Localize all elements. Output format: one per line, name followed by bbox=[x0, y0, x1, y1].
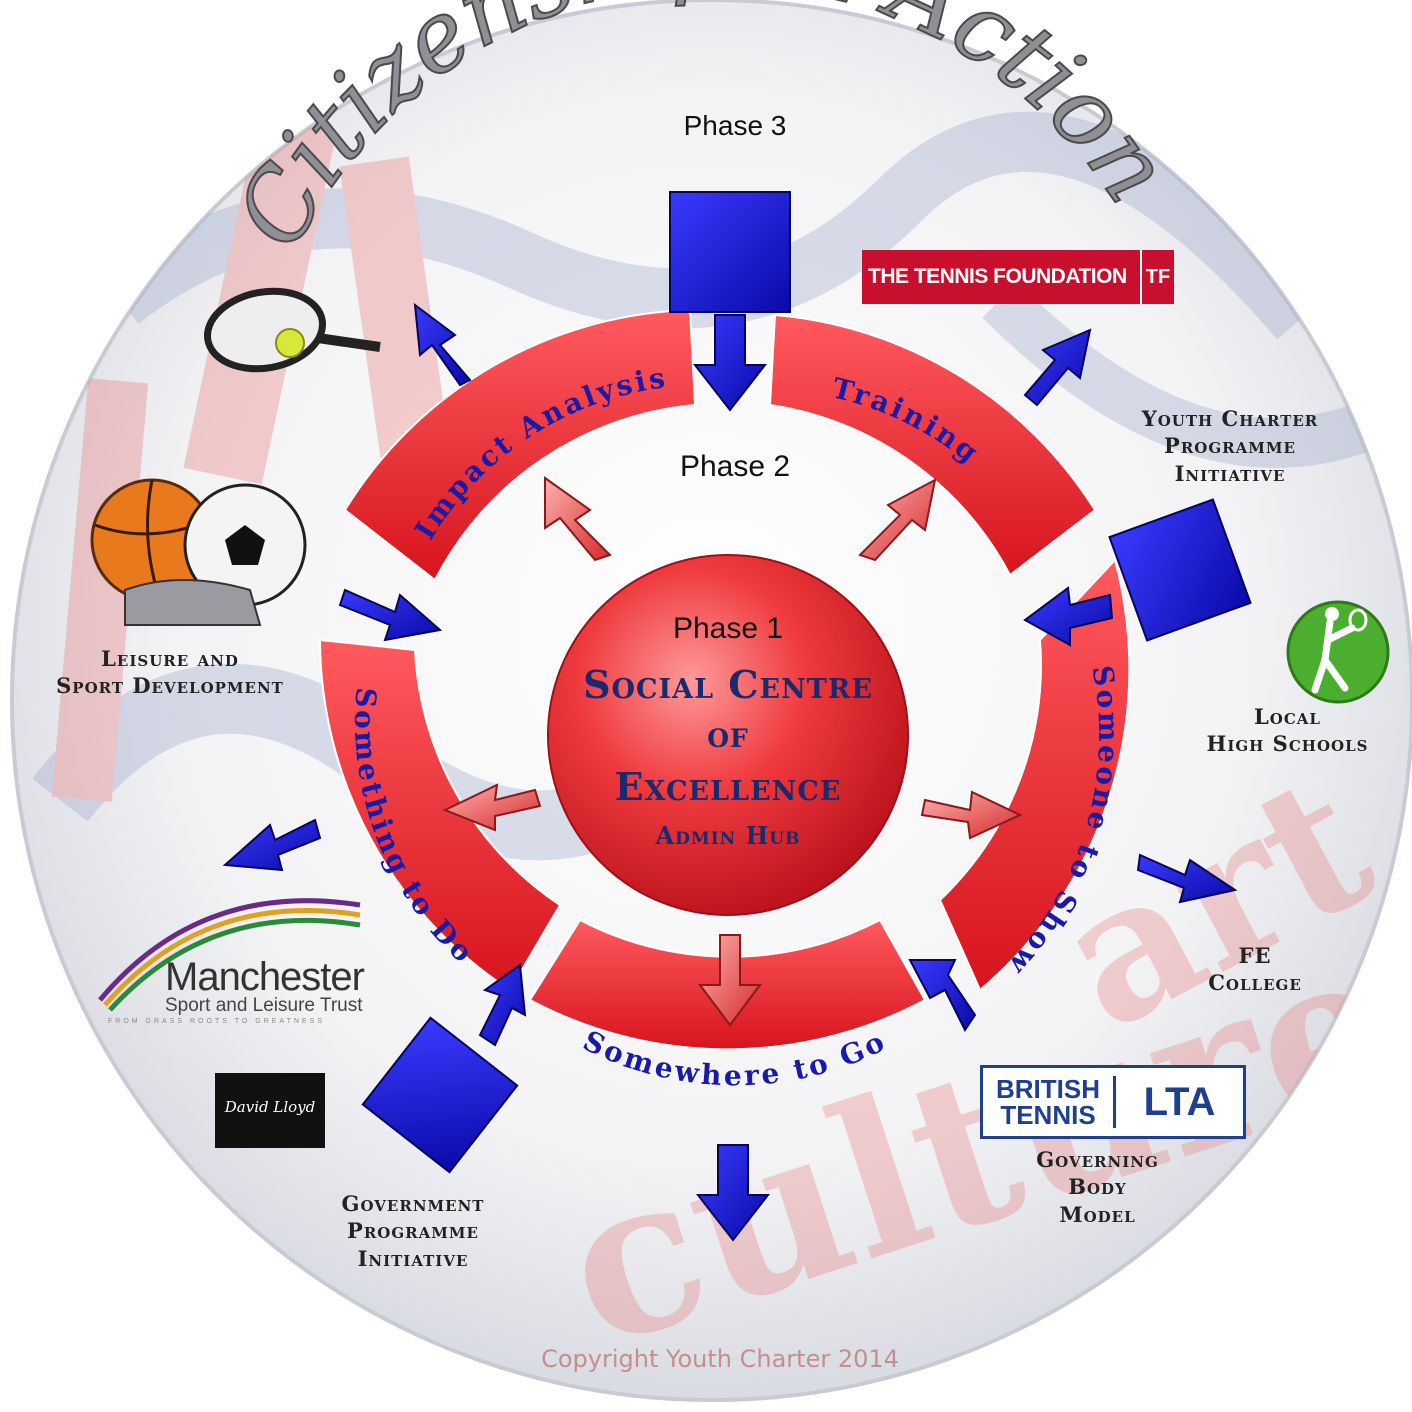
government-label: Government Programme Initiative bbox=[318, 1190, 508, 1272]
hub-title-line1: Social Centre bbox=[583, 662, 873, 707]
copyright-text: Copyright Youth Charter 2014 bbox=[541, 1345, 899, 1373]
phase3-squares bbox=[361, 191, 1252, 1174]
blue-arrow-down-out bbox=[695, 1144, 771, 1242]
phase1-label: Phase 1 bbox=[672, 612, 784, 645]
trainer-shoe-icon bbox=[124, 579, 262, 626]
inner-arrows bbox=[442, 476, 1023, 1027]
ring-segment-training bbox=[768, 313, 1097, 577]
governing-body-line1: Governing bbox=[1036, 1147, 1159, 1172]
fe-college-line2: College bbox=[1208, 970, 1302, 996]
pink-arrow-up-left bbox=[544, 476, 612, 562]
tennis-player-badge-icon bbox=[1286, 600, 1390, 704]
manchester-subtitle: Sport and Leisure Trust bbox=[165, 995, 363, 1016]
tennis-foundation-mark: TF bbox=[1140, 250, 1174, 304]
phase2-label: Phase 2 bbox=[679, 450, 791, 483]
youth-charter-line2: Programme bbox=[1164, 433, 1296, 459]
phase3-label: Phase 3 bbox=[683, 110, 787, 141]
youth-charter-line3: Initiative bbox=[1174, 460, 1286, 486]
blue-arrow-up-left bbox=[413, 302, 472, 387]
david-lloyd-text: David Lloyd bbox=[224, 1098, 316, 1116]
pink-arrow-up-right bbox=[858, 478, 937, 562]
government-line2: Programme bbox=[347, 1218, 479, 1244]
fe-college-line1: FE bbox=[1238, 943, 1272, 968]
leisure-label: Leisure and Sport Development bbox=[30, 645, 310, 700]
local-schools-line2: High Schools bbox=[1206, 731, 1369, 757]
fe-college-label: FE College bbox=[1180, 942, 1330, 997]
blue-arrow-right-out bbox=[1136, 853, 1238, 904]
hub-subtitle: Admin Hub bbox=[655, 821, 801, 850]
leisure-line1: Leisure and bbox=[101, 646, 239, 671]
hub-circle bbox=[547, 554, 909, 916]
youth-charter-line1: Youth Charter bbox=[1141, 406, 1319, 431]
manchester-name: Manchester bbox=[165, 955, 365, 999]
blue-square-right bbox=[1108, 498, 1252, 642]
tennis-foundation-name: THE TENNIS FOUNDATION bbox=[868, 265, 1127, 288]
blue-arrow-youth-charter-in bbox=[1023, 586, 1114, 647]
local-schools-line1: Local bbox=[1254, 704, 1321, 729]
blue-arrow-leisure-in bbox=[338, 588, 443, 642]
government-line1: Government bbox=[341, 1191, 485, 1216]
manchester-logo bbox=[98, 898, 361, 1012]
lta-text: LTA bbox=[1143, 1079, 1216, 1124]
manchester-tagline: FROM GRASS ROOTS TO GREATNESS bbox=[108, 1018, 325, 1025]
blue-arrow-government-in bbox=[478, 963, 527, 1047]
british-tennis-line2: TENNIS bbox=[1000, 1100, 1096, 1130]
governing-body-line2: Body bbox=[1068, 1174, 1127, 1200]
british-tennis-text: BRITISH TENNIS bbox=[983, 1076, 1116, 1128]
blue-square-bottom-left bbox=[361, 1016, 519, 1174]
british-tennis-line1: BRITISH bbox=[996, 1074, 1100, 1104]
david-lloyd-logo bbox=[215, 1073, 325, 1148]
youth-charter-label: Youth Charter Programme Initiative bbox=[1115, 405, 1345, 487]
tennis-racket-icon bbox=[204, 287, 381, 373]
outer-arrows bbox=[222, 302, 1238, 1242]
leisure-line2: Sport Development bbox=[56, 673, 284, 699]
pink-arrow-down bbox=[698, 934, 762, 1027]
blue-arrow-left-out bbox=[222, 818, 322, 872]
pink-arrow-left bbox=[442, 783, 542, 832]
blue-arrow-up-right bbox=[1023, 328, 1092, 407]
hub-title-line2: of bbox=[707, 714, 749, 756]
governing-body-label: Governing Body Model bbox=[1010, 1146, 1185, 1228]
sports-balls-icon bbox=[90, 478, 307, 626]
blue-arrow-phase3-down bbox=[692, 314, 768, 412]
ring-segment-someone-to-show bbox=[938, 558, 1131, 992]
tennis-foundation-logo: THE TENNIS FOUNDATION TF bbox=[862, 250, 1174, 304]
pink-arrow-right bbox=[920, 790, 1023, 840]
blue-square-top bbox=[669, 191, 791, 313]
local-high-schools-label: Local High Schools bbox=[1180, 703, 1395, 758]
blue-arrow-governing-in bbox=[908, 959, 977, 1032]
governing-body-line3: Model bbox=[1059, 1201, 1136, 1227]
ring-segment-something-to-do bbox=[318, 638, 562, 992]
british-tennis-lta-logo: BRITISH TENNIS LTA bbox=[980, 1065, 1246, 1139]
government-line3: Initiative bbox=[357, 1245, 469, 1271]
hub-title-line3: Excellence bbox=[614, 764, 842, 809]
